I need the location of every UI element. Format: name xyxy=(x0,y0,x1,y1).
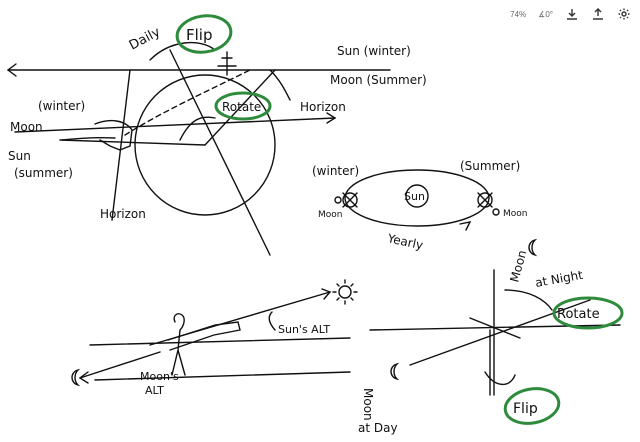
suns-alt-arc xyxy=(269,312,275,330)
label-horizon-right: Horizon xyxy=(300,100,346,114)
label-moon-at-day-2: at Day xyxy=(358,421,398,435)
label-flip-bottom: Flip xyxy=(513,401,538,417)
label-rotate-top: Rotate xyxy=(222,100,261,114)
person-left xyxy=(95,121,132,150)
person-body xyxy=(168,314,240,375)
label-winter-top: (winter) xyxy=(38,99,85,113)
rotate-arc xyxy=(180,117,215,140)
label-suns-alt: Sun's ALT xyxy=(278,323,330,336)
sun-icon-rays xyxy=(333,280,357,304)
label-orbit-moon-right: Moon xyxy=(503,209,527,219)
label-moon-summer: Moon (Summer) xyxy=(330,73,427,87)
download-icon[interactable] xyxy=(562,4,582,24)
label-flip-top: Flip xyxy=(186,26,212,44)
sun-icon xyxy=(339,286,351,298)
label-daily: Daily xyxy=(127,25,163,54)
label-moon-at-night-1: Moon xyxy=(507,249,529,284)
label-moon-top: Moon xyxy=(10,120,43,134)
label-moon-at-day-1: Moon xyxy=(361,388,375,421)
label-orbit-winter: (winter) xyxy=(312,164,359,178)
moon-right-dot xyxy=(493,209,499,215)
ground-line-2 xyxy=(95,372,350,380)
person-top xyxy=(218,52,236,75)
label-moons-alt-2: ALT xyxy=(145,384,164,397)
moon-left-dot xyxy=(335,197,341,203)
moon-icon-left xyxy=(72,370,78,385)
moon-ray-arrow xyxy=(80,372,88,383)
gear-icon[interactable] xyxy=(614,4,634,24)
horizon-line-mid xyxy=(15,118,335,132)
moon-icon-night xyxy=(529,240,535,255)
yearly-arrow xyxy=(460,222,470,230)
label-orbit-summer: (Summer) xyxy=(460,159,520,173)
label-orbit-moon-left: Moon xyxy=(318,210,342,220)
ground-line-1 xyxy=(90,338,350,345)
horizon-pointer-arc xyxy=(270,70,290,100)
label-horizon-bottom: Horizon xyxy=(100,207,146,221)
label-sun-winter: Sun (winter) xyxy=(337,44,411,58)
viewer-toolbar: 74% ∡0° xyxy=(507,4,634,24)
label-orbit-yearly: Yearly xyxy=(385,231,424,252)
zoom-level[interactable]: 74% xyxy=(507,10,529,19)
label-moons-alt-1: Moon's xyxy=(140,370,179,383)
sun-summer-arc xyxy=(62,138,115,140)
zenith-line xyxy=(112,70,130,220)
label-orbit-sun: Sun xyxy=(404,190,425,203)
rotate-arc-2 xyxy=(505,290,552,310)
label-rotate-bottom: Rotate xyxy=(557,307,600,322)
moon-icon-day xyxy=(391,364,397,379)
horizon-line-low xyxy=(60,140,205,145)
label-sun-top: Sun xyxy=(8,149,31,163)
rotation-readout[interactable]: ∡0° xyxy=(535,10,556,19)
label-moon-at-night-2: at Night xyxy=(534,268,584,290)
share-icon[interactable] xyxy=(588,4,608,24)
polar-axis xyxy=(170,50,270,255)
label-summer-top: (summer) xyxy=(14,166,73,180)
